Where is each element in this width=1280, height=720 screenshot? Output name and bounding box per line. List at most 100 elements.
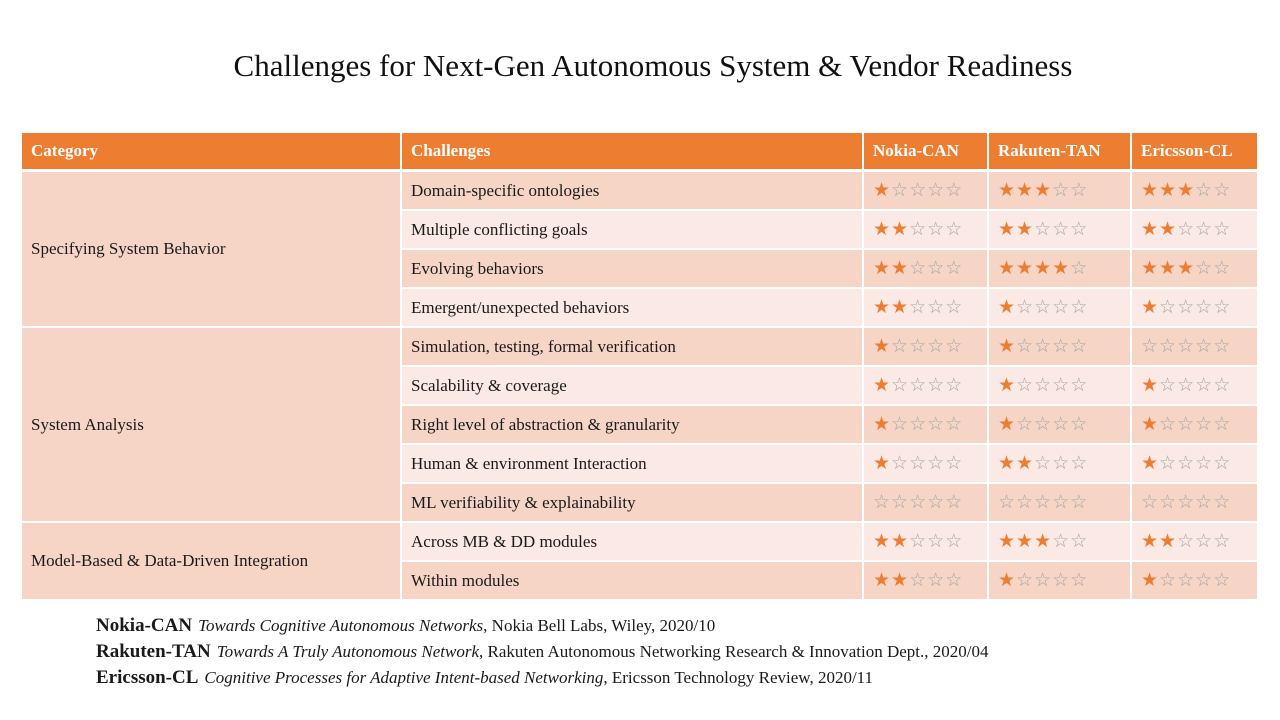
reference-title: Towards A Truly Autonomous Network bbox=[216, 642, 480, 661]
empty-star-icon: ☆ bbox=[1159, 570, 1178, 591]
filled-star-icon: ★ bbox=[873, 336, 892, 357]
empty-star-icon: ☆ bbox=[1052, 570, 1071, 591]
rakuten-rating: ★☆☆☆☆ bbox=[988, 366, 1132, 406]
rakuten-rating: ☆☆☆☆☆ bbox=[988, 483, 1132, 523]
empty-star-icon: ☆ bbox=[1070, 180, 1089, 201]
empty-star-icon: ☆ bbox=[1070, 531, 1089, 552]
header-category: Category bbox=[22, 133, 402, 172]
ericsson-rating: ★☆☆☆☆ bbox=[1131, 366, 1259, 406]
header-challenges: Challenges bbox=[401, 133, 864, 172]
challenge-cell: Scalability & coverage bbox=[401, 366, 864, 406]
filled-star-icon: ★ bbox=[998, 414, 1017, 435]
filled-star-icon: ★ bbox=[998, 180, 1017, 201]
rakuten-rating: ★☆☆☆☆ bbox=[988, 288, 1132, 328]
ericsson-rating: ★★★☆☆ bbox=[1131, 249, 1259, 289]
table-row: Right level of abstraction & granularity… bbox=[22, 405, 1259, 445]
empty-star-icon: ☆ bbox=[1070, 453, 1089, 474]
ericsson-rating: ☆☆☆☆☆ bbox=[1131, 483, 1259, 523]
empty-star-icon: ☆ bbox=[909, 297, 928, 318]
challenge-cell: Emergent/unexpected behaviors bbox=[401, 288, 864, 328]
filled-star-icon: ★ bbox=[1141, 453, 1160, 474]
filled-star-icon: ★ bbox=[1159, 219, 1178, 240]
empty-star-icon: ☆ bbox=[1141, 492, 1160, 513]
empty-star-icon: ☆ bbox=[1177, 570, 1196, 591]
nokia-rating: ★☆☆☆☆ bbox=[863, 327, 989, 367]
table-header-row: Category Challenges Nokia-CAN Rakuten-TA… bbox=[22, 133, 1259, 172]
empty-star-icon: ☆ bbox=[1159, 375, 1178, 396]
empty-star-icon: ☆ bbox=[1052, 414, 1071, 435]
empty-star-icon: ☆ bbox=[1195, 570, 1214, 591]
empty-star-icon: ☆ bbox=[998, 492, 1017, 513]
empty-star-icon: ☆ bbox=[909, 258, 928, 279]
filled-star-icon: ★ bbox=[873, 531, 892, 552]
filled-star-icon: ★ bbox=[891, 570, 910, 591]
empty-star-icon: ☆ bbox=[1195, 531, 1214, 552]
empty-star-icon: ☆ bbox=[1052, 375, 1071, 396]
empty-star-icon: ☆ bbox=[927, 492, 946, 513]
empty-star-icon: ☆ bbox=[1213, 180, 1232, 201]
empty-star-icon: ☆ bbox=[927, 297, 946, 318]
empty-star-icon: ☆ bbox=[909, 336, 928, 357]
empty-star-icon: ☆ bbox=[1070, 258, 1089, 279]
filled-star-icon: ★ bbox=[1141, 219, 1160, 240]
empty-star-icon: ☆ bbox=[1016, 297, 1035, 318]
empty-star-icon: ☆ bbox=[1177, 414, 1196, 435]
filled-star-icon: ★ bbox=[1141, 414, 1160, 435]
empty-star-icon: ☆ bbox=[927, 375, 946, 396]
challenge-cell: Human & environment Interaction bbox=[401, 444, 864, 484]
filled-star-icon: ★ bbox=[1159, 258, 1178, 279]
empty-star-icon: ☆ bbox=[1213, 258, 1232, 279]
filled-star-icon: ★ bbox=[998, 531, 1017, 552]
empty-star-icon: ☆ bbox=[873, 492, 892, 513]
empty-star-icon: ☆ bbox=[927, 219, 946, 240]
category-cell: Model-Based & Data-Driven Integration bbox=[22, 522, 402, 601]
empty-star-icon: ☆ bbox=[1159, 453, 1178, 474]
empty-star-icon: ☆ bbox=[1213, 219, 1232, 240]
nokia-rating: ★★☆☆☆ bbox=[863, 561, 989, 601]
empty-star-icon: ☆ bbox=[945, 453, 964, 474]
table-row: Scalability & coverage★☆☆☆☆★☆☆☆☆★☆☆☆☆ bbox=[22, 366, 1259, 406]
empty-star-icon: ☆ bbox=[945, 180, 964, 201]
empty-star-icon: ☆ bbox=[1034, 297, 1053, 318]
empty-star-icon: ☆ bbox=[1213, 570, 1232, 591]
empty-star-icon: ☆ bbox=[945, 492, 964, 513]
challenge-cell: Simulation, testing, formal verification bbox=[401, 327, 864, 367]
rakuten-rating: ★★★☆☆ bbox=[988, 170, 1132, 211]
empty-star-icon: ☆ bbox=[1213, 531, 1232, 552]
empty-star-icon: ☆ bbox=[1213, 375, 1232, 396]
ericsson-rating: ★☆☆☆☆ bbox=[1131, 288, 1259, 328]
empty-star-icon: ☆ bbox=[1034, 492, 1053, 513]
empty-star-icon: ☆ bbox=[1052, 297, 1071, 318]
empty-star-icon: ☆ bbox=[1213, 453, 1232, 474]
rakuten-rating: ★☆☆☆☆ bbox=[988, 561, 1132, 601]
empty-star-icon: ☆ bbox=[945, 570, 964, 591]
empty-star-icon: ☆ bbox=[1016, 570, 1035, 591]
header-rakuten-tan: Rakuten-TAN bbox=[988, 133, 1132, 172]
empty-star-icon: ☆ bbox=[1195, 492, 1214, 513]
filled-star-icon: ★ bbox=[891, 531, 910, 552]
filled-star-icon: ★ bbox=[873, 453, 892, 474]
filled-star-icon: ★ bbox=[1159, 180, 1178, 201]
nokia-rating: ★☆☆☆☆ bbox=[863, 366, 989, 406]
header-nokia-can: Nokia-CAN bbox=[863, 133, 989, 172]
table-row: Within modules★★☆☆☆★☆☆☆☆★☆☆☆☆ bbox=[22, 561, 1259, 601]
filled-star-icon: ★ bbox=[891, 219, 910, 240]
filled-star-icon: ★ bbox=[1177, 258, 1196, 279]
empty-star-icon: ☆ bbox=[1177, 492, 1196, 513]
filled-star-icon: ★ bbox=[1141, 258, 1160, 279]
nokia-rating: ★☆☆☆☆ bbox=[863, 170, 989, 211]
empty-star-icon: ☆ bbox=[1159, 492, 1178, 513]
empty-star-icon: ☆ bbox=[1034, 453, 1053, 474]
empty-star-icon: ☆ bbox=[891, 375, 910, 396]
empty-star-icon: ☆ bbox=[1070, 492, 1089, 513]
slide-title: Challenges for Next-Gen Autonomous Syste… bbox=[233, 48, 1073, 83]
rakuten-rating: ★★☆☆☆ bbox=[988, 210, 1132, 250]
empty-star-icon: ☆ bbox=[891, 414, 910, 435]
empty-star-icon: ☆ bbox=[1195, 375, 1214, 396]
filled-star-icon: ★ bbox=[998, 258, 1017, 279]
filled-star-icon: ★ bbox=[1016, 258, 1035, 279]
rakuten-rating: ★★☆☆☆ bbox=[988, 444, 1132, 484]
table-row: Evolving behaviors★★☆☆☆★★★★☆★★★☆☆ bbox=[22, 249, 1259, 289]
